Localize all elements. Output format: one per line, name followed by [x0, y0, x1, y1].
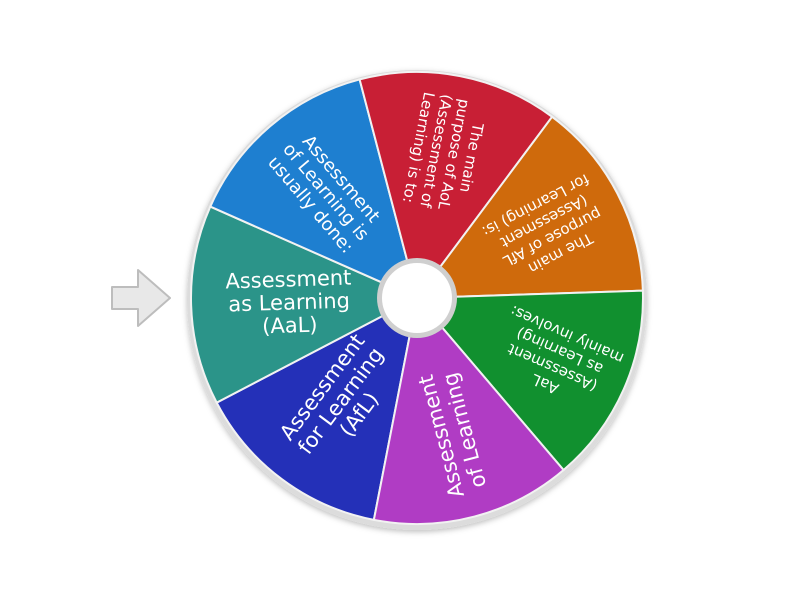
- wheel-segment-main-purpose-of-afl[interactable]: [414, 115, 644, 300]
- wheel-segment-assessment-of-learning[interactable]: [372, 295, 565, 525]
- wheel-segment-label-line: as Learning: [228, 289, 350, 317]
- wheel-segment-label-line: (AaL): [262, 313, 318, 339]
- wheel-segment-aal-mainly-involves[interactable]: [414, 289, 644, 472]
- arrow-right-icon: [111, 269, 171, 327]
- wheel-segment-label-assessment-as-learning-aal: Assessmentas Learning(AaL): [225, 265, 353, 339]
- spin-wheel[interactable]: Assessmentfor Learning(AfL)Assessmentas …: [190, 71, 644, 525]
- wheel-segment-assessment-of-learning-usually-done[interactable]: [208, 78, 419, 300]
- wheel-segment-label-line: Assessment: [225, 265, 352, 293]
- wheel-segment-assessment-as-learning-aal[interactable]: [190, 205, 420, 404]
- wheel-segment-assessment-for-learning-afl[interactable]: [215, 296, 419, 522]
- wheel-hub[interactable]: [382, 263, 452, 333]
- wheel-segment-main-purpose-of-aol[interactable]: [358, 71, 554, 301]
